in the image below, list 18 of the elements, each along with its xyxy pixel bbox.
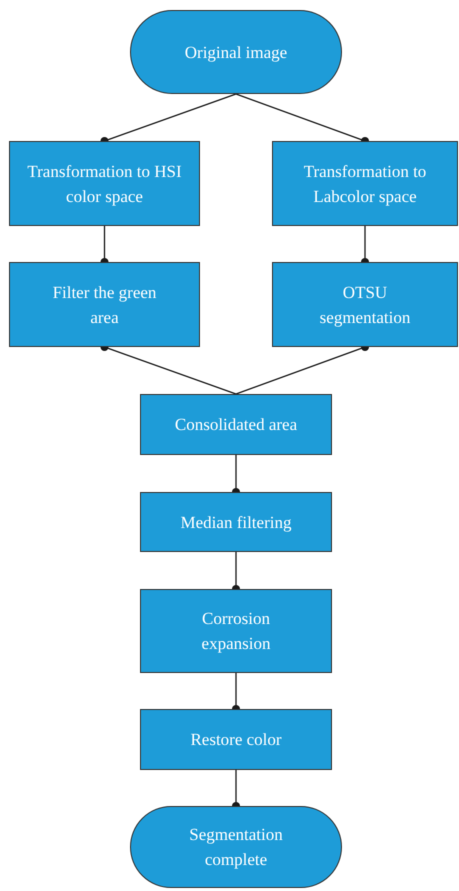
node-label: Original image — [184, 42, 288, 64]
process-box — [9, 141, 200, 226]
node-label: Corrosion expansion — [200, 608, 272, 655]
node-label: Transformation to HSI color space — [26, 160, 183, 208]
process-box — [9, 262, 200, 347]
process-box — [140, 589, 332, 673]
node-label: Segmentation complete — [188, 824, 284, 871]
node-label: Restore color — [190, 729, 282, 751]
process-box — [140, 709, 332, 770]
process-box — [140, 492, 332, 552]
node-label: Consolidated area — [174, 414, 298, 436]
node-label: Transformation to Labcolor space — [302, 160, 428, 208]
node-label: OTSU segmentation — [318, 282, 412, 329]
process-box — [272, 141, 458, 226]
process-box — [272, 262, 458, 347]
process-box — [140, 394, 332, 455]
node-label: Median filtering — [180, 512, 292, 534]
node-label: Filter the green area — [52, 282, 158, 328]
